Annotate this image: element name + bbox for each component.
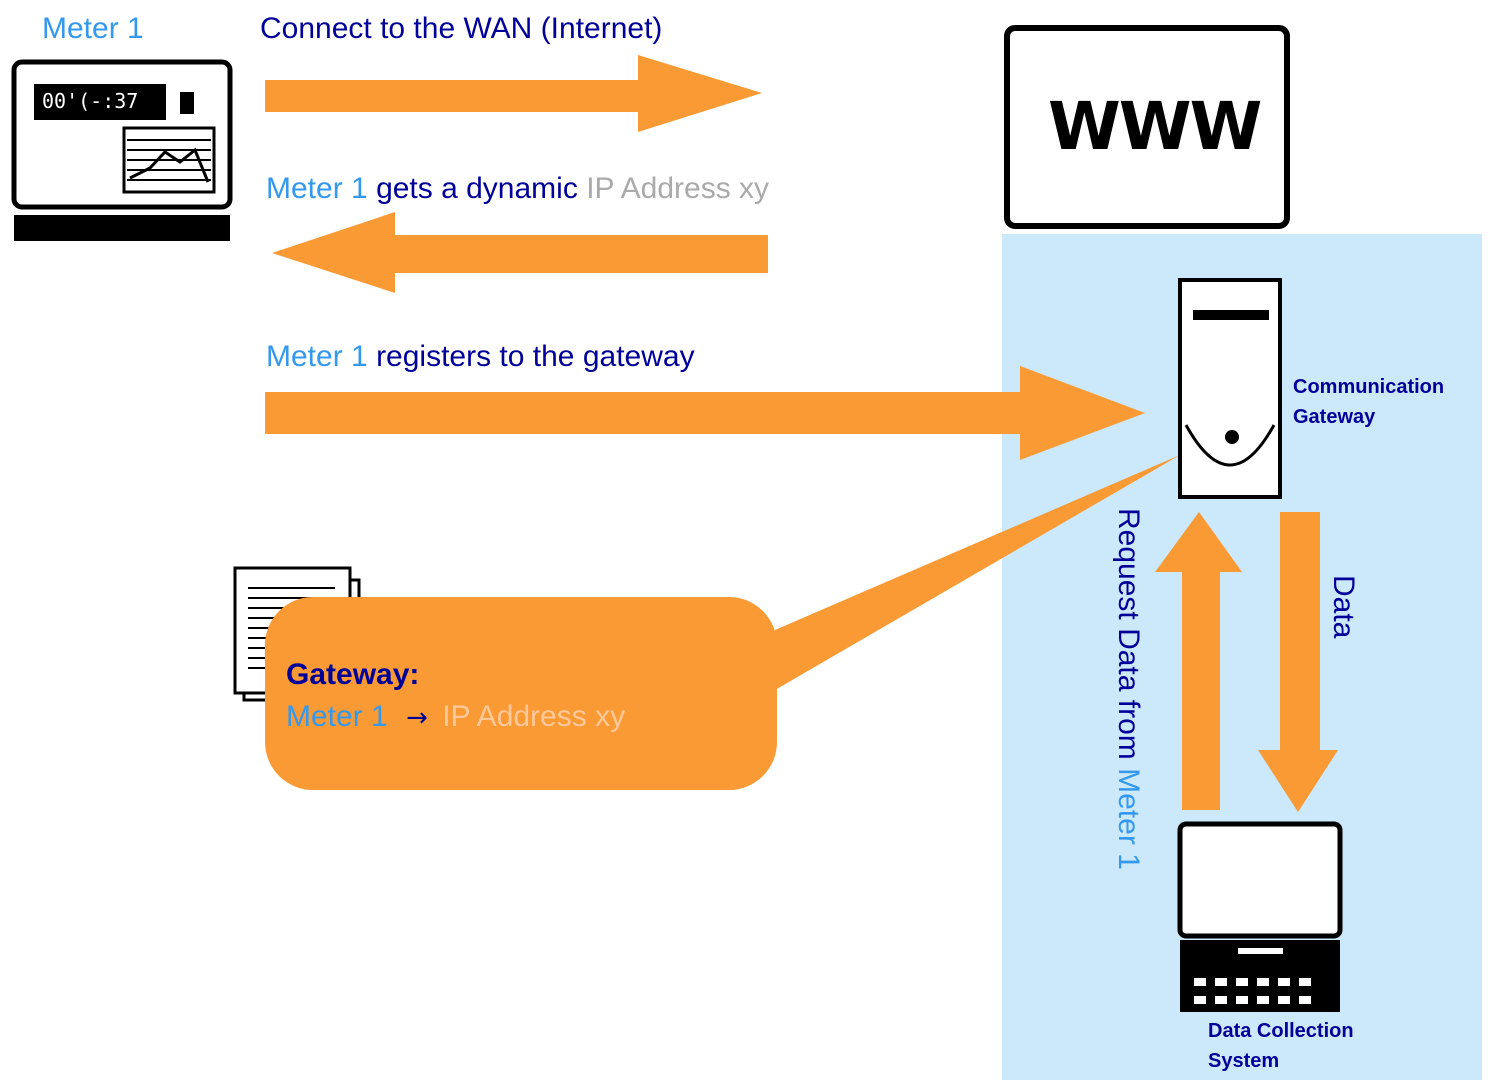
bubble-title: Gateway: — [286, 658, 420, 691]
gateway-label-line1: Communication — [1293, 376, 1445, 398]
arrow-connect-wan — [265, 55, 762, 132]
gateway-label: Communication Gateway — [1293, 372, 1444, 432]
gateway-label-line2: Gateway — [1293, 406, 1376, 428]
bubble-meter: Meter 1 — [286, 700, 388, 733]
arrow-dynamic-ip — [272, 212, 768, 293]
www-label: WWW — [1048, 88, 1262, 165]
step-connect-wan-label: Connect to the WAN (Internet) — [260, 12, 663, 45]
meter-display: 00'(-:37 — [42, 89, 139, 113]
request-label: Request Data from Meter 1 — [1111, 508, 1145, 870]
request-text: Request Data from — [1112, 508, 1145, 760]
meter-icon — [11, 59, 233, 241]
arrow-register-gateway — [265, 366, 1145, 460]
server-icon — [1178, 278, 1282, 499]
step-register-label: Meter 1 registers to the gateway — [266, 340, 695, 374]
meter-label: Meter 1 — [42, 12, 144, 45]
bubble-mapping: Meter 1 → IP Address xy — [286, 700, 625, 734]
step2-ip: IP Address xy — [586, 172, 770, 205]
computer-icon — [1177, 821, 1343, 1012]
bubble-arrow: → — [406, 703, 428, 733]
step3-meter: Meter 1 — [266, 340, 368, 373]
arrow-data-down — [1258, 512, 1338, 812]
step3-text: registers to the gateway — [376, 340, 695, 373]
dcs-label-line2: System — [1208, 1050, 1280, 1072]
step-dynamic-ip-label: Meter 1 gets a dynamic IP Address xy — [266, 172, 769, 206]
step2-text: gets a dynamic — [376, 172, 578, 205]
arrow-request-up — [1155, 512, 1242, 810]
bubble-ip: IP Address xy — [442, 700, 626, 733]
www-box — [1004, 25, 1290, 229]
data-label: Data — [1327, 575, 1360, 639]
callout-bubble — [265, 455, 1180, 790]
step2-meter: Meter 1 — [266, 172, 368, 205]
dcs-label: Data Collection System — [1208, 1016, 1354, 1076]
dcs-label-line1: Data Collection — [1208, 1020, 1354, 1042]
request-meter: Meter 1 — [1112, 768, 1145, 870]
